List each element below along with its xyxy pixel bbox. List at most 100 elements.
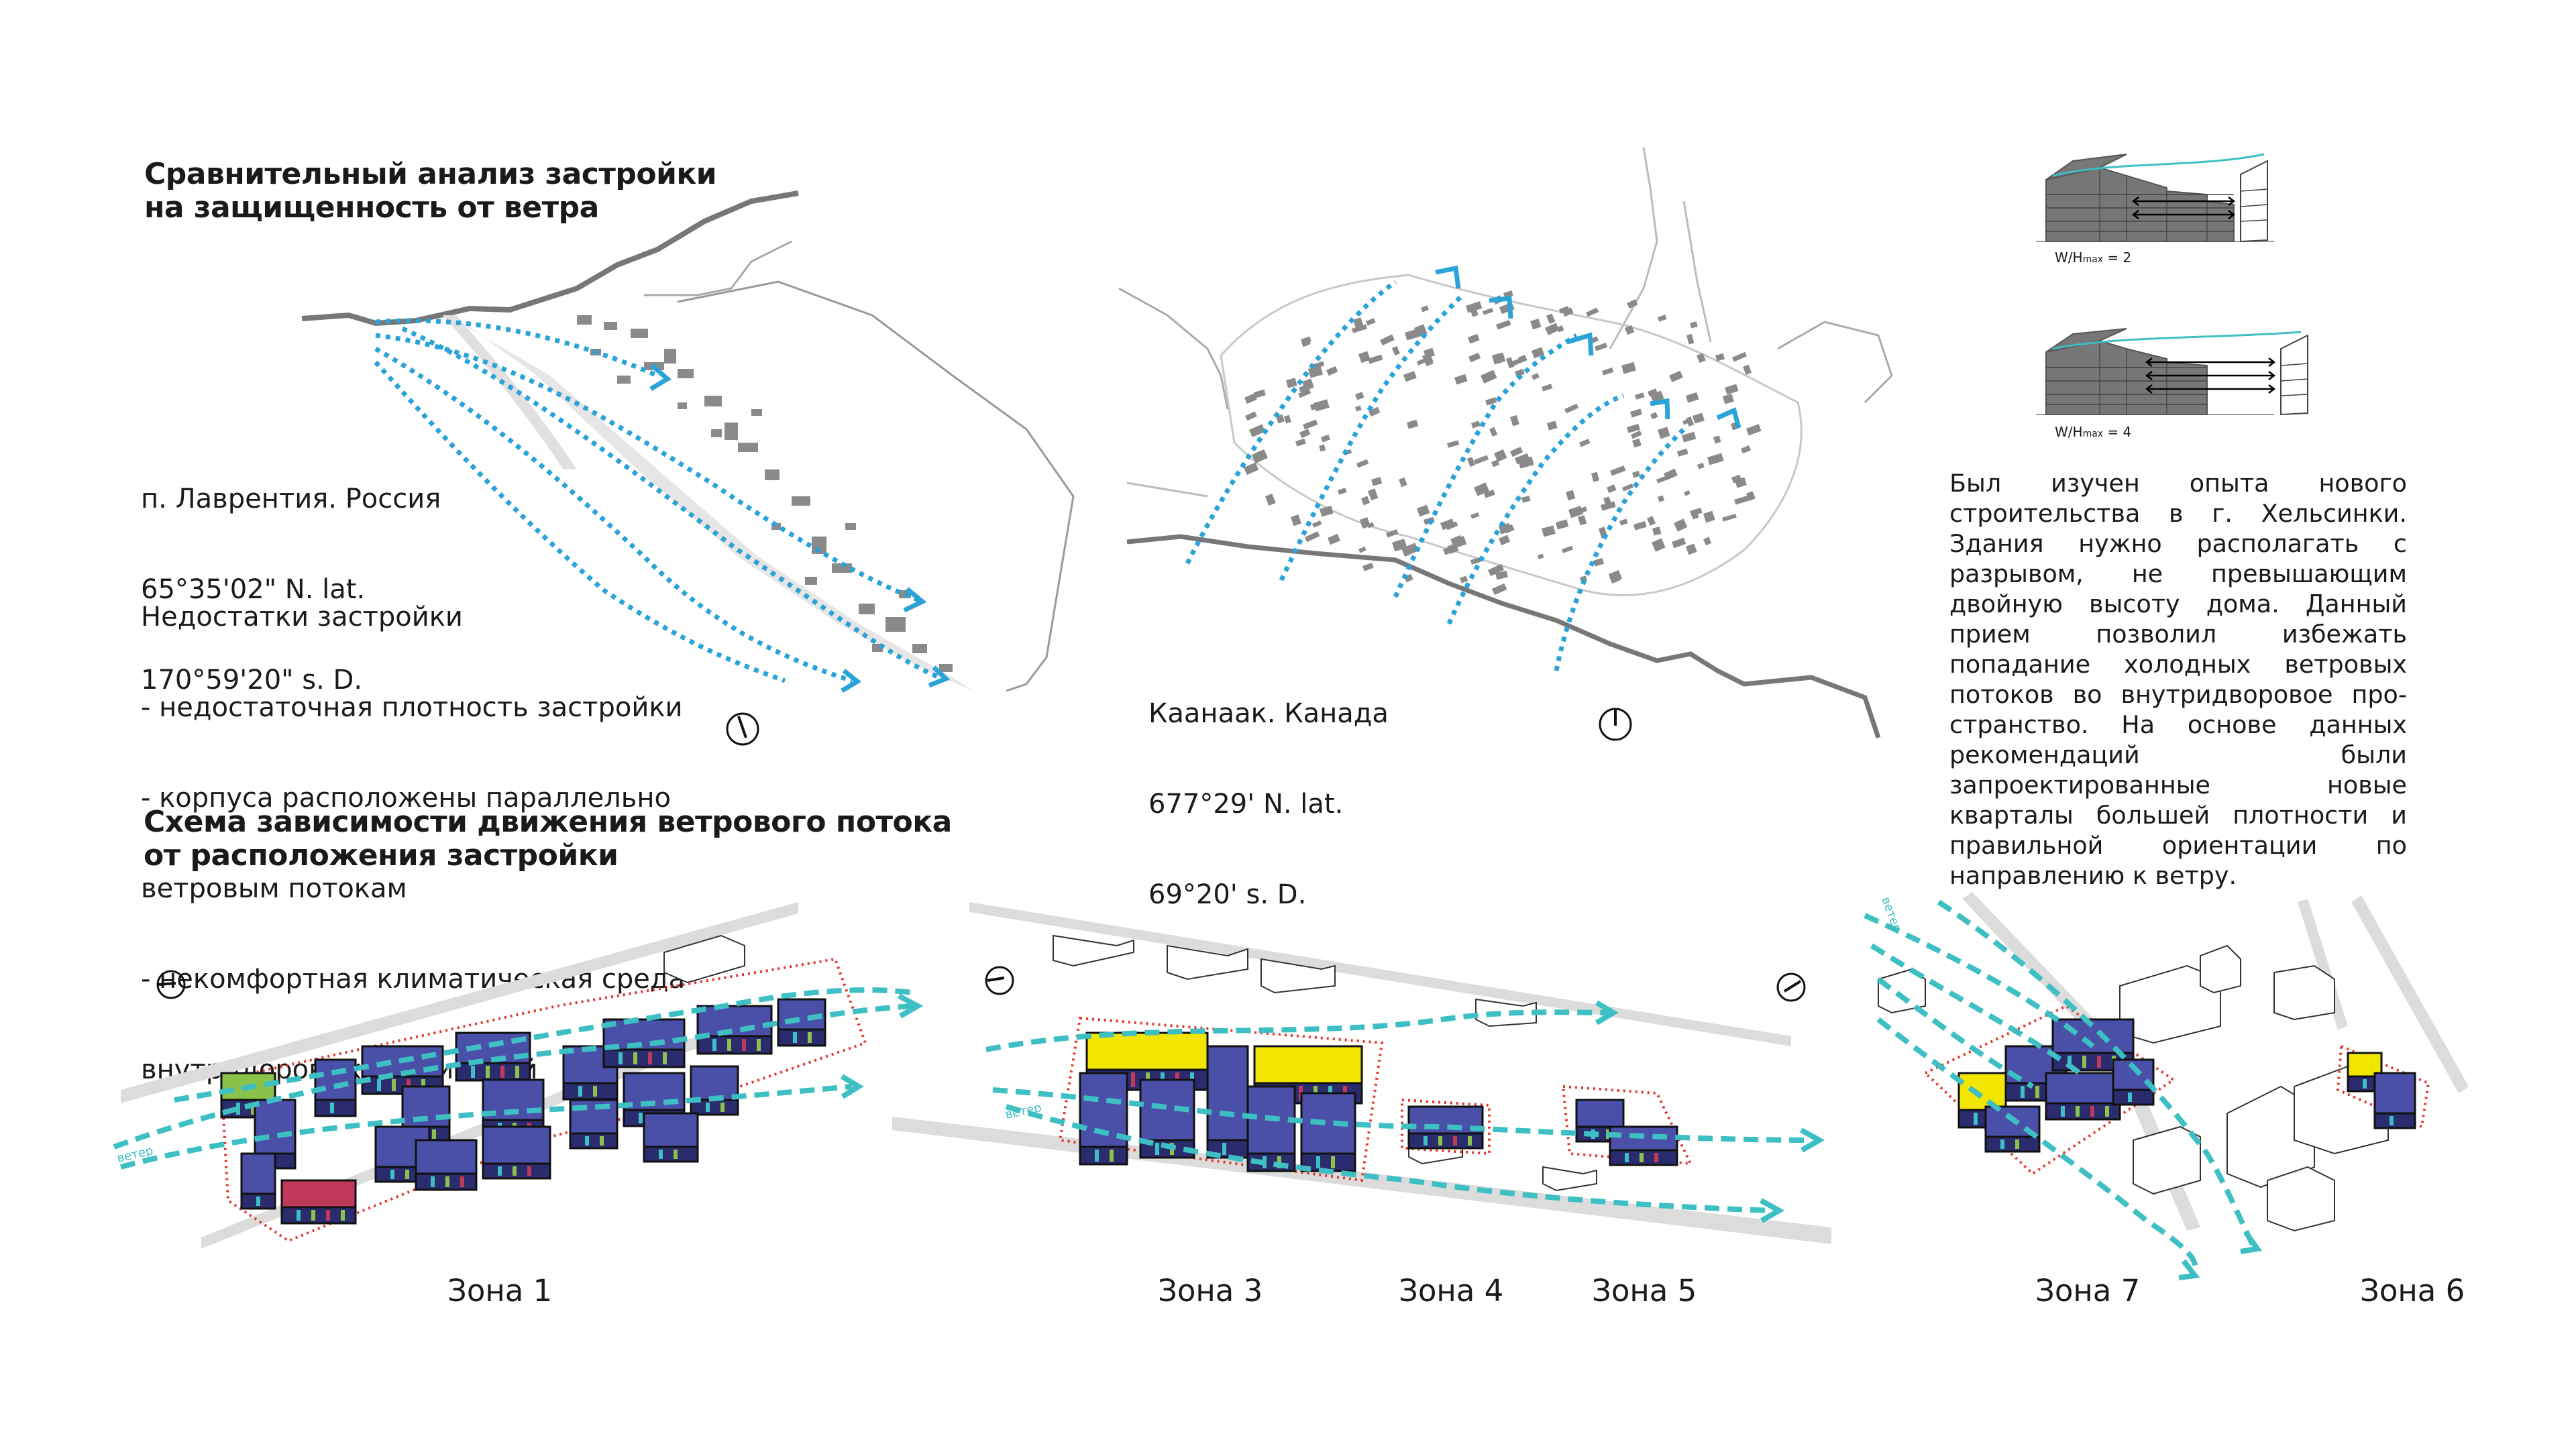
kaanaak-building	[1593, 557, 1605, 567]
kaanaak-building	[1518, 354, 1527, 364]
building-block	[602, 1018, 686, 1068]
kaanaak-building	[1440, 518, 1455, 531]
kaanaak-building	[1504, 524, 1515, 534]
kaanaak-wind-arrows	[1185, 280, 1686, 671]
building-block	[2112, 1058, 2155, 1106]
kaanaak-building	[1556, 325, 1564, 333]
lavrentiya-drawbacks: Недостатки застройки - недостаточная пло…	[141, 542, 685, 1115]
kaanaak-building	[1252, 449, 1268, 463]
ratio-label-2: W/Hmax = 2	[2055, 249, 2131, 266]
kaanaak-building	[1619, 518, 1628, 526]
kaanaak-building	[1470, 512, 1480, 519]
building-block	[2045, 1072, 2121, 1121]
kaanaak-building	[1622, 484, 1634, 492]
kaanaak-building	[1468, 333, 1480, 344]
kaanaak-building	[1356, 459, 1369, 468]
kaanaak-building	[1722, 394, 1734, 404]
kaanaak-building	[1302, 378, 1314, 391]
drawbacks-item: - недостаточная плотность застройки	[141, 692, 683, 723]
kaanaak-building	[1630, 408, 1642, 418]
kaanaak-building	[1491, 459, 1500, 467]
kaanaak-building	[1692, 412, 1705, 424]
ratio-label-prefix: W/H	[2055, 424, 2083, 440]
kaanaak-building	[1371, 477, 1383, 486]
kaanaak-building	[1741, 445, 1752, 454]
kaanaak-building	[1367, 488, 1379, 501]
kaanaak-building	[1579, 439, 1591, 447]
kaanaak-building	[1564, 403, 1579, 414]
kaanaak-building	[1656, 476, 1668, 484]
wind-label-zone7: ветер	[1878, 895, 1904, 935]
kaanaak-building	[1632, 470, 1641, 478]
compass-icon-zone1	[156, 970, 186, 999]
kaanaak-building	[1489, 427, 1498, 437]
kaanaak-building	[1368, 406, 1381, 417]
kaanaak-building	[1647, 516, 1656, 526]
building-block	[314, 1058, 357, 1117]
drawbacks-title: Недостатки застройки	[141, 602, 463, 632]
kaanaak-building	[1474, 455, 1489, 465]
kaanaak-building	[1685, 543, 1697, 555]
kaanaak-building	[1650, 412, 1658, 420]
compass-icon-zone3	[985, 966, 1014, 995]
building-block	[280, 1179, 357, 1225]
building-block	[482, 1125, 551, 1180]
kaanaak-building	[1545, 323, 1560, 335]
ratio-label-sub: max	[2082, 429, 2104, 439]
kaanaak-building	[1468, 352, 1481, 363]
kaanaak-building	[1715, 353, 1725, 361]
kaanaak-building	[1515, 453, 1530, 465]
kaanaak-name: Каанаак. Канада	[1148, 698, 1389, 729]
kaanaak-building	[1355, 392, 1364, 400]
section-title-top-line1: Сравнительный анализ застройки	[144, 157, 717, 191]
kaanaak-building	[1734, 495, 1750, 505]
kaanaak-lat: 677°29' N. lat.	[1148, 789, 1344, 820]
kaanaak-building	[1707, 453, 1724, 465]
zone-label-7: Зона 7	[2035, 1273, 2141, 1308]
kaanaak-building	[1559, 306, 1570, 314]
kaanaak-building	[1454, 374, 1468, 385]
context-buildings	[663, 934, 2389, 1232]
kaanaak-building	[1304, 531, 1320, 543]
kaanaak-building	[1538, 553, 1544, 559]
lavrentiya-wind-arrows	[374, 318, 941, 683]
building-block	[1300, 1092, 1356, 1172]
kaanaak-building	[1467, 457, 1476, 467]
kaanaak-building	[1658, 495, 1665, 502]
building-block	[240, 1152, 276, 1210]
kaanaak-building	[1626, 299, 1638, 309]
kaanaak-building	[1686, 333, 1695, 345]
kaanaak-building	[1326, 366, 1338, 376]
kaanaak-building	[1328, 534, 1340, 545]
kaanaak-building	[1311, 361, 1325, 370]
kaanaak-building	[1546, 313, 1556, 324]
kaanaak-building	[1403, 371, 1417, 382]
kaanaak-building	[1483, 308, 1494, 315]
kaanaak-building	[1586, 307, 1599, 317]
kaanaak-building	[1320, 434, 1331, 443]
kaanaak-building	[1301, 339, 1311, 347]
kaanaak-building	[1471, 421, 1481, 429]
compass-icon-kaanaak	[1599, 708, 1632, 741]
kaanaak-building	[1358, 546, 1366, 553]
kaanaak-building	[1634, 392, 1645, 400]
ratio-label-value: = 4	[2103, 424, 2132, 440]
kaanaak-building	[1542, 384, 1553, 392]
kaanaak-building	[1450, 535, 1464, 548]
kaanaak-building	[1648, 388, 1658, 397]
wind-arrows-zones	[113, 899, 2257, 1276]
section-title-bottom: Схема зависимости движения ветрового пот…	[144, 807, 952, 871]
section-title-top: Сравнительный анализ застройки на защище…	[144, 157, 717, 223]
kaanaak-building	[1690, 321, 1698, 329]
kaanaak-building	[1689, 508, 1703, 516]
kaanaak-building	[1591, 471, 1600, 482]
kaanaak-arrow-heads	[1435, 265, 1741, 429]
kaanaak-building	[1392, 346, 1400, 356]
kaanaak-building	[1298, 388, 1311, 398]
kaanaak-building	[1732, 351, 1748, 362]
kaanaak-building	[1651, 538, 1666, 552]
kaanaak-building	[1672, 537, 1686, 549]
kaanaak-building	[1380, 334, 1395, 346]
